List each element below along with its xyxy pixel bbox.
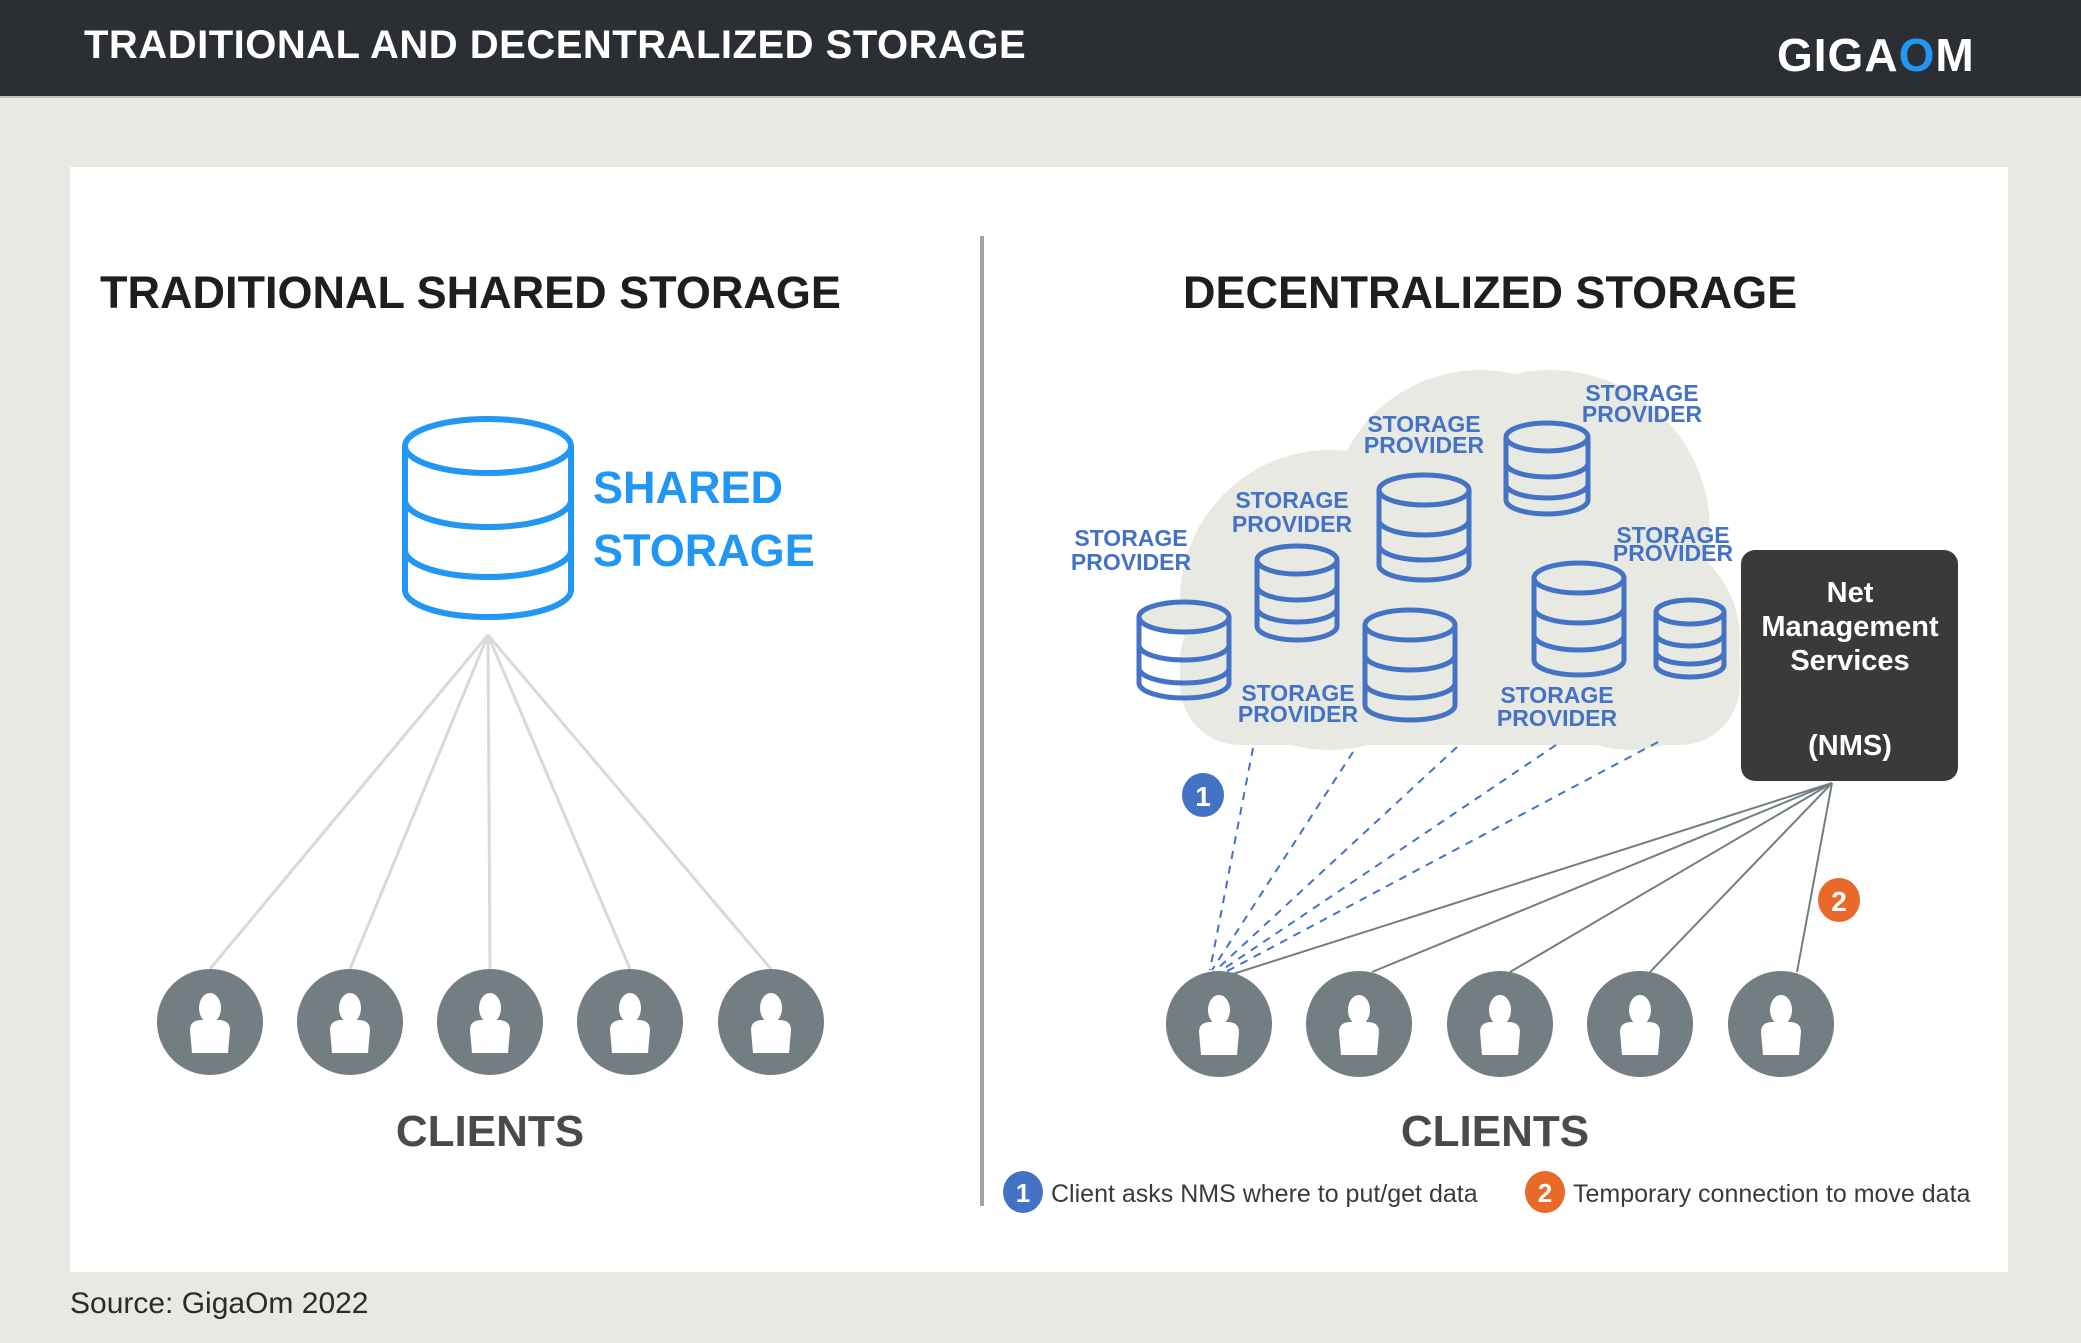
provider-label: PROVIDER xyxy=(1497,705,1618,731)
provider-databases xyxy=(1136,420,1727,723)
database-icon xyxy=(1376,472,1472,583)
database-icon xyxy=(1653,597,1727,680)
client-avatar xyxy=(297,969,403,1075)
header-bar: TRADITIONAL AND DECENTRALIZED STORAGE GI… xyxy=(0,0,2081,98)
source-caption: Source: GigaOm 2022 xyxy=(70,1287,369,1320)
logo-o-accent: O xyxy=(1898,29,1936,81)
database-icon xyxy=(1362,607,1458,723)
dashed-connection xyxy=(1213,746,1458,973)
nms-connection xyxy=(1796,782,1833,973)
step1-badge: 1 xyxy=(1182,773,1224,817)
nms-connection xyxy=(1509,782,1833,973)
connection-line xyxy=(486,634,492,970)
legend-text-2: Temporary connection to move data xyxy=(1573,1180,1971,1208)
nms-connection xyxy=(1371,782,1833,973)
provider-label: STORAGE xyxy=(1235,487,1348,513)
connection-line xyxy=(208,634,490,970)
logo-text-prefix: GIGA xyxy=(1777,29,1899,81)
client-avatar xyxy=(1306,971,1412,1077)
nms-connection xyxy=(1649,782,1833,973)
provider-label: PROVIDER xyxy=(1364,432,1485,458)
client-avatar xyxy=(1447,971,1553,1077)
database-icon xyxy=(1503,420,1591,517)
provider-label: STORAGE xyxy=(1367,411,1480,437)
decentralized-clients xyxy=(1166,971,1834,1077)
traditional-title: TRADITIONAL SHARED STORAGE xyxy=(100,267,841,318)
provider-label: PROVIDER xyxy=(1582,401,1703,427)
provider-label: STORAGE xyxy=(1241,680,1354,706)
provider-labels: STORAGE PROVIDER STORAGE PROVIDER STORAG… xyxy=(1071,380,1734,731)
client-avatar xyxy=(157,969,263,1075)
provider-label: STORAGE xyxy=(1585,380,1698,406)
shared-storage-label-line2: STORAGE xyxy=(593,525,815,576)
provider-label: STORAGE xyxy=(1074,525,1187,551)
step2-badge: 2 xyxy=(1818,878,1860,922)
dashed-lines-step1 xyxy=(1209,741,1659,977)
provider-label: STORAGE xyxy=(1500,682,1613,708)
client-avatar xyxy=(718,969,824,1075)
shared-storage-label-line1: SHARED xyxy=(593,462,783,513)
connection-line xyxy=(486,634,632,970)
legend-text-1: Client asks NMS where to put/get data xyxy=(1051,1180,1478,1208)
step1-badge-number: 1 xyxy=(1195,781,1211,812)
step2-badge-number: 2 xyxy=(1831,886,1847,917)
solid-lines-step2 xyxy=(1232,782,1833,975)
fan-lines-traditional xyxy=(208,634,773,970)
legend-item-1: 1 Client asks NMS where to put/get data xyxy=(1003,1171,1478,1213)
dashed-connection xyxy=(1209,747,1254,971)
provider-label: PROVIDER xyxy=(1071,549,1192,575)
database-icon xyxy=(1254,543,1340,643)
provider-label: PROVIDER xyxy=(1232,511,1353,537)
shared-storage-database-icon xyxy=(402,416,574,620)
database-icon xyxy=(1136,599,1232,701)
client-avatar xyxy=(437,969,543,1075)
nms-box: Net Management Services (NMS) xyxy=(1741,550,1958,781)
logo-text-suffix: M xyxy=(1935,29,1975,81)
legend-item-2: 2 Temporary connection to move data xyxy=(1525,1171,1971,1213)
dashed-connection xyxy=(1215,744,1557,975)
decentralized-clients-label: CLIENTS xyxy=(1401,1107,1589,1156)
database-icon xyxy=(1531,560,1627,678)
legend: 1 Client asks NMS where to put/get data … xyxy=(1003,1171,1971,1213)
nms-label-line4: (NMS) xyxy=(1808,730,1892,762)
traditional-clients xyxy=(157,969,824,1075)
connection-line xyxy=(486,634,773,970)
legend-badge-1: 1 xyxy=(1016,1178,1030,1208)
provider-label: STORAGE xyxy=(1616,522,1729,548)
dashed-connection xyxy=(1211,751,1354,971)
connection-line xyxy=(348,634,490,970)
nms-label-line2: Management xyxy=(1761,611,1939,643)
decentralized-title: DECENTRALIZED STORAGE xyxy=(1183,267,1797,318)
client-avatar xyxy=(1587,971,1693,1077)
traditional-clients-label: CLIENTS xyxy=(396,1107,584,1156)
nms-label-line1: Net xyxy=(1827,577,1874,609)
nms-connection xyxy=(1232,782,1833,975)
client-avatar xyxy=(1728,971,1834,1077)
client-avatar xyxy=(577,969,683,1075)
page-title: TRADITIONAL AND DECENTRALIZED STORAGE xyxy=(84,23,1027,67)
client-avatar xyxy=(1166,971,1272,1077)
legend-badge-2: 2 xyxy=(1538,1178,1552,1208)
provider-label: PROVIDER xyxy=(1238,701,1359,727)
provider-label: PROVIDER xyxy=(1613,540,1734,566)
gigaom-logo: GIGAOM xyxy=(1777,28,1975,82)
nms-label-line3: Services xyxy=(1790,645,1909,677)
